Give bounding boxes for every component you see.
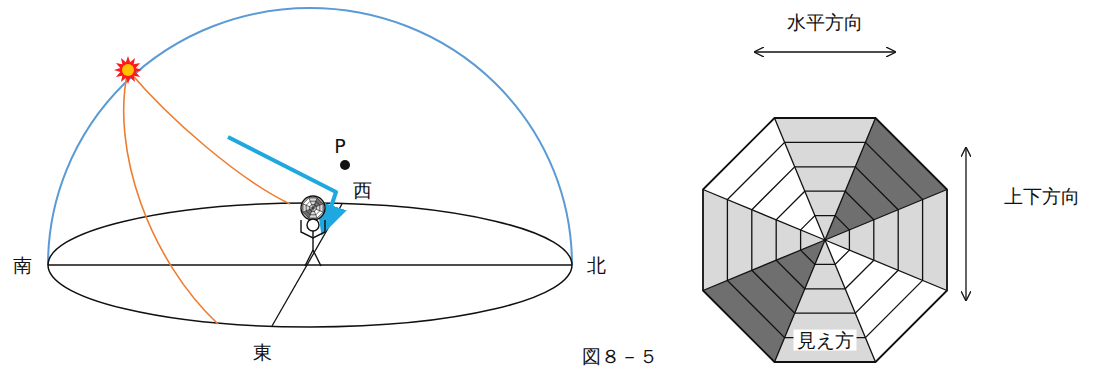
web-spoke — [309, 198, 313, 208]
label: 北 — [587, 255, 606, 276]
horizon-plane — [48, 203, 572, 327]
web-spoke — [313, 208, 317, 218]
sun-path — [128, 70, 290, 204]
horizontal-arrow — [755, 51, 895, 52]
web-spoke — [703, 240, 825, 291]
sun-core — [122, 64, 134, 76]
figure-caption: 図８－５ — [582, 346, 658, 367]
observer-figure — [301, 196, 325, 266]
north-south-line — [48, 264, 572, 265]
label: 南 — [13, 255, 32, 276]
web-spoke — [825, 190, 947, 241]
point-p — [340, 160, 350, 170]
label: 西 — [353, 180, 372, 201]
web-wedge — [825, 189, 947, 290]
light-ray — [228, 137, 336, 228]
label: 東 — [253, 342, 272, 363]
sky-dome — [48, 8, 572, 265]
sun-symbol — [114, 56, 142, 84]
label: 見え方 — [794, 330, 857, 351]
sun-path — [124, 70, 218, 324]
web-spoke — [775, 118, 826, 240]
web-spoke — [303, 208, 313, 212]
label: 上下方向 — [1004, 186, 1080, 207]
web-spoke — [313, 204, 323, 208]
label: 水平方向 — [787, 12, 863, 33]
east-west-line — [272, 204, 342, 326]
web-ring — [303, 198, 323, 218]
web-ring — [703, 118, 947, 362]
label: P — [334, 136, 345, 157]
web-octagon — [703, 118, 947, 362]
vertical-arrow — [965, 148, 966, 300]
